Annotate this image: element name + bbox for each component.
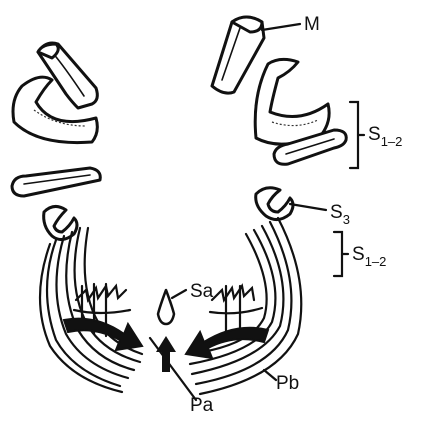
right-s-bundle (190, 218, 301, 394)
left-s-bundle (40, 206, 142, 392)
bracket-s12-upper (350, 102, 364, 168)
left-m-element (38, 43, 97, 108)
right-s-element-upper (255, 59, 329, 144)
right-m-element (212, 17, 264, 93)
label-m: M (304, 14, 320, 35)
label-s12-lower: S1–2 (352, 244, 386, 269)
label-sa: Sa (190, 281, 214, 302)
sa-element (158, 290, 174, 324)
right-s3-element (256, 188, 293, 220)
bracket-s12-lower (334, 232, 348, 276)
label-pa: Pa (190, 395, 214, 416)
left-curved-arrow (64, 319, 142, 350)
left-s-element-lower (12, 168, 100, 196)
label-s12-upper: S1–2 (368, 124, 402, 149)
label-s3: S3 (330, 202, 350, 227)
up-arrow (156, 336, 176, 372)
label-pb: Pb (276, 373, 299, 394)
